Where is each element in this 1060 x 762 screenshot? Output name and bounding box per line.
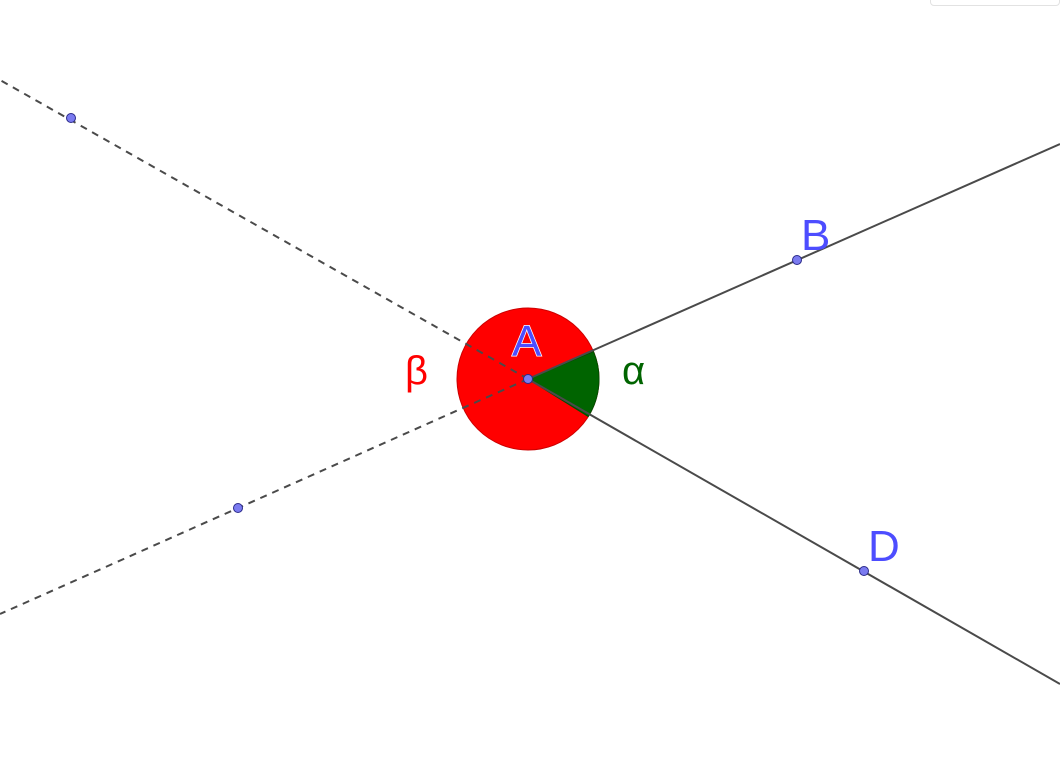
point-D-label: D (868, 522, 900, 571)
point-B[interactable] (792, 255, 802, 265)
ray-AD[interactable] (527, 378, 1060, 685)
point-B-label: B (801, 211, 830, 260)
point-A[interactable] (523, 374, 533, 384)
dashed-ray-opposite-AB[interactable] (0, 378, 529, 615)
point-A-label: A (512, 317, 542, 366)
angle-beta-label: β (405, 349, 428, 393)
dashed-ray-opposite-AD[interactable] (0, 79, 529, 380)
angle-alpha-label: α (622, 349, 645, 393)
point-opposite-B[interactable] (233, 503, 243, 513)
point-opposite-D[interactable] (66, 113, 76, 123)
point-D[interactable] (859, 566, 869, 576)
